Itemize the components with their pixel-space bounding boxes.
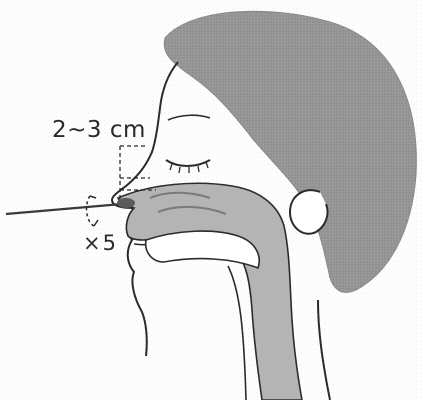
ear-icon (290, 190, 328, 234)
distance-label: 2~3 cm (52, 119, 146, 142)
repeat-count-label: ×5 (83, 233, 118, 254)
